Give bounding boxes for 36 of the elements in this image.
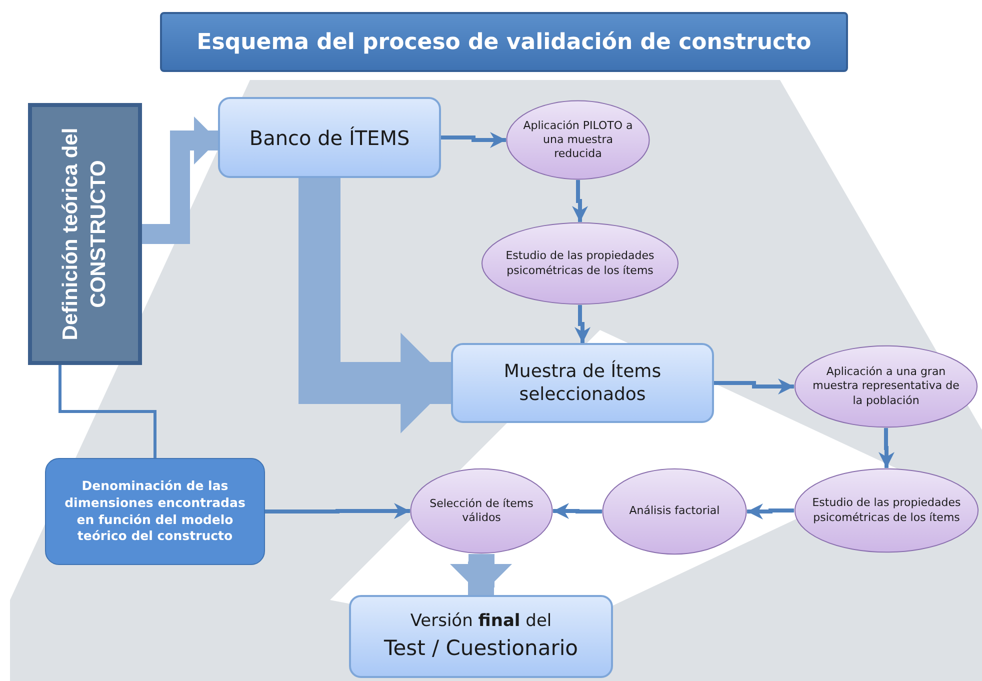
- process-ellipse: [794, 468, 979, 553]
- arrow: [265, 503, 410, 519]
- connector-line: [58, 365, 156, 458]
- node-text: Aplicación PILOTO a una muestra reducida: [522, 118, 634, 162]
- arrow: [441, 132, 506, 148]
- arrow: [878, 428, 894, 468]
- node-text: Banco de ÍTEMS: [249, 124, 410, 150]
- node-text: Estudio de las propiedades psicométricas de los ítems: [811, 496, 962, 525]
- summary-box: [45, 458, 265, 565]
- node-text: Selección de ítems válidos: [428, 496, 534, 526]
- title-banner: Esquema del proceso de validación de constructo: [160, 12, 848, 72]
- node-text: Test / Cuestionario: [384, 634, 578, 662]
- process-box: [451, 343, 714, 423]
- arrow: [574, 305, 590, 343]
- process-ellipse: [410, 468, 553, 554]
- process-ellipse: [794, 345, 978, 428]
- arrow: [572, 180, 588, 222]
- process-ellipse: [506, 100, 650, 180]
- process-box: [349, 595, 613, 678]
- definition-box: [28, 103, 142, 365]
- node-text: Denominación de las dimensiones encontradas en función del modelo teórico del constructo: [64, 478, 246, 546]
- block-arrow: [142, 116, 218, 244]
- node-subtitle: Versión final del: [410, 610, 552, 633]
- arrow: [553, 503, 602, 519]
- block-arrow: [298, 178, 451, 434]
- arrow: [747, 504, 794, 520]
- node-text: Muestra de Ítems seleccionados: [502, 360, 662, 406]
- arrow: [714, 378, 794, 394]
- node-text: Análisis factorial: [629, 504, 720, 519]
- block-arrow: [450, 554, 512, 595]
- node-text: Estudio de las propiedades psicométricas de los ítems: [504, 249, 656, 278]
- process-box: [218, 97, 441, 178]
- node-text: Definición teórica del CONSTRUCTO: [58, 126, 111, 342]
- process-ellipse: [602, 468, 747, 555]
- node-text: Aplicación a una gran muestra representativa de la población: [812, 365, 960, 408]
- process-ellipse: [481, 222, 679, 305]
